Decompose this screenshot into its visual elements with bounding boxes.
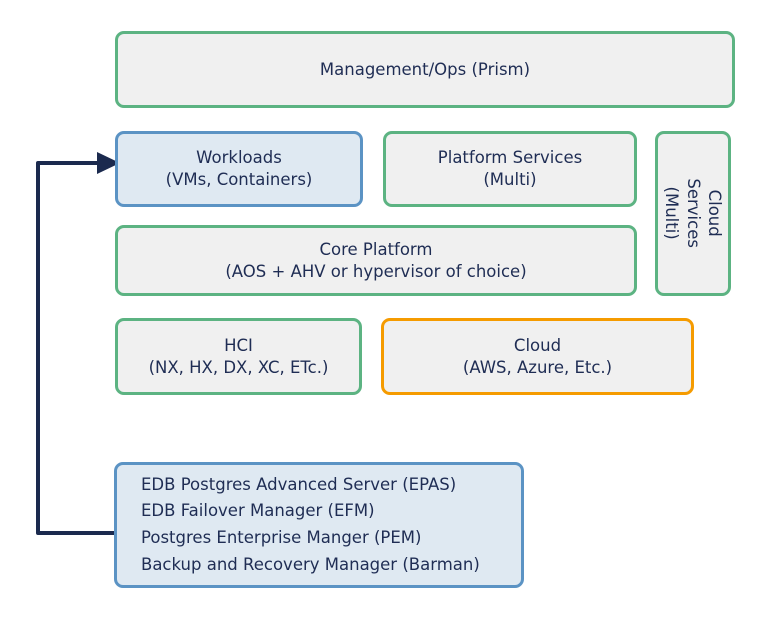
box-workloads: Workloads (VMs, Containers) [115,131,363,207]
box-platform-services: Platform Services (Multi) [383,131,637,207]
box-edb-components-label: EDB Postgres Advanced Server (EPAS) EDB … [141,474,480,574]
box-cloud-label: Cloud (AWS, Azure, Etc.) [462,335,613,377]
box-management-ops-label: Management/Ops (Prism) [319,59,531,79]
box-core-platform: Core Platform (AOS + AHV or hypervisor o… [115,225,637,296]
box-core-platform-label: Core Platform (AOS + AHV or hypervisor o… [225,239,527,281]
box-cloud-services-label: Cloud Services (Multi) [662,178,725,249]
box-platform-services-label: Platform Services (Multi) [437,148,583,189]
box-workloads-label: Workloads (VMs, Containers) [165,148,313,189]
box-cloud-services: Cloud Services (Multi) [655,131,731,296]
connector-path [36,161,114,535]
box-edb-components: EDB Postgres Advanced Server (EPAS) EDB … [114,462,524,588]
box-cloud: Cloud (AWS, Azure, Etc.) [381,318,694,395]
box-hci-label: HCI (NX, HX, DX, XC, ETc.) [148,335,329,377]
box-hci: HCI (NX, HX, DX, XC, ETc.) [115,318,362,395]
box-management-ops: Management/Ops (Prism) [115,31,735,108]
